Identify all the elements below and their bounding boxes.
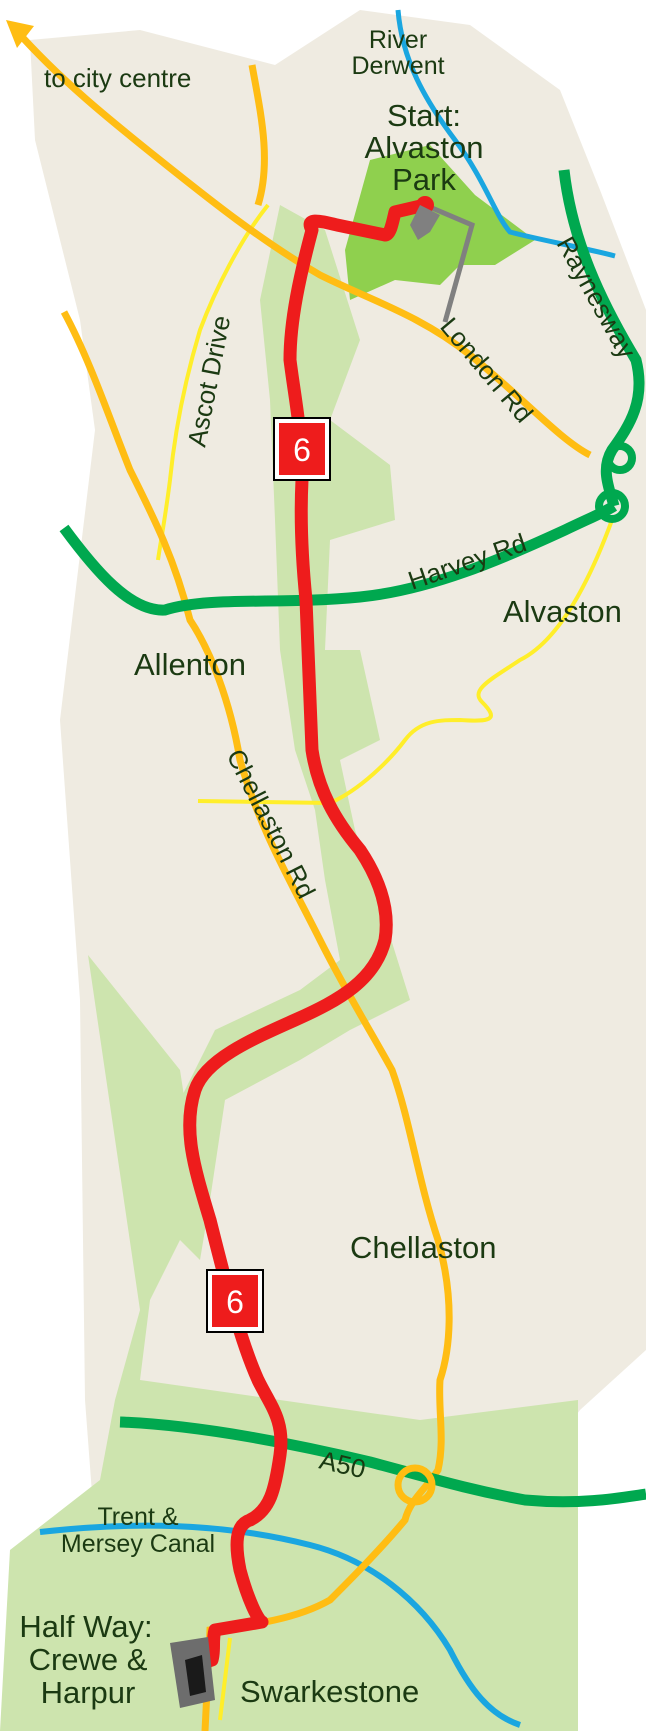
alvaston-lane [197,519,614,806]
start-label-line2: Park [392,162,456,197]
alvaston-label: Alvaston [503,594,622,629]
harvey-road [59,501,618,616]
canal-label-line2: Mersey Canal [61,1530,215,1558]
green-belt-south [0,955,578,1731]
ascot-drive-road [248,64,268,207]
route-marker-north: 6 [273,417,331,481]
city-centre-label: to city centre [44,63,191,93]
river-derwent-label-line1: River [369,26,427,54]
chellaston-label: Chellaston [350,1230,496,1265]
river-derwent [395,9,616,259]
raynesway-roundabout-north [604,442,636,474]
alvaston-park [345,145,535,300]
halfway-label-line1: Crewe & [29,1642,148,1677]
halfway-label-line2: Harpur [41,1675,136,1710]
river-derwent-label-line2: Derwent [351,52,444,80]
crewe-harpur-pub-icon [170,1637,215,1708]
walk-route-line [183,198,432,1670]
city-centre-arrow-icon [6,20,34,48]
city-centre-road [11,25,592,459]
allenton-label: Allenton [134,647,246,682]
swarkestone-label: Swarkestone [240,1674,419,1709]
route-marker-south: 6 [206,1269,264,1333]
ascot-drive-lane [156,203,270,561]
chellaston-road [60,310,453,1731]
harper-lane [218,1637,232,1721]
canal-label-line1: Trent & [97,1503,178,1531]
start-label-line1: Alvaston [365,130,484,165]
a50-roundabout [394,1464,436,1506]
route-number-north: 6 [293,432,311,468]
alvaston-park-building-icon [410,205,440,240]
route-number-south: 6 [226,1284,244,1320]
start-label-title: Start: [387,98,461,133]
raynesway-road [558,169,645,508]
park-path [424,202,475,323]
trent-mersey-canal [39,1522,522,1728]
raynesway-roundabout-south [595,489,629,523]
halfway-label-title: Half Way: [19,1609,152,1644]
